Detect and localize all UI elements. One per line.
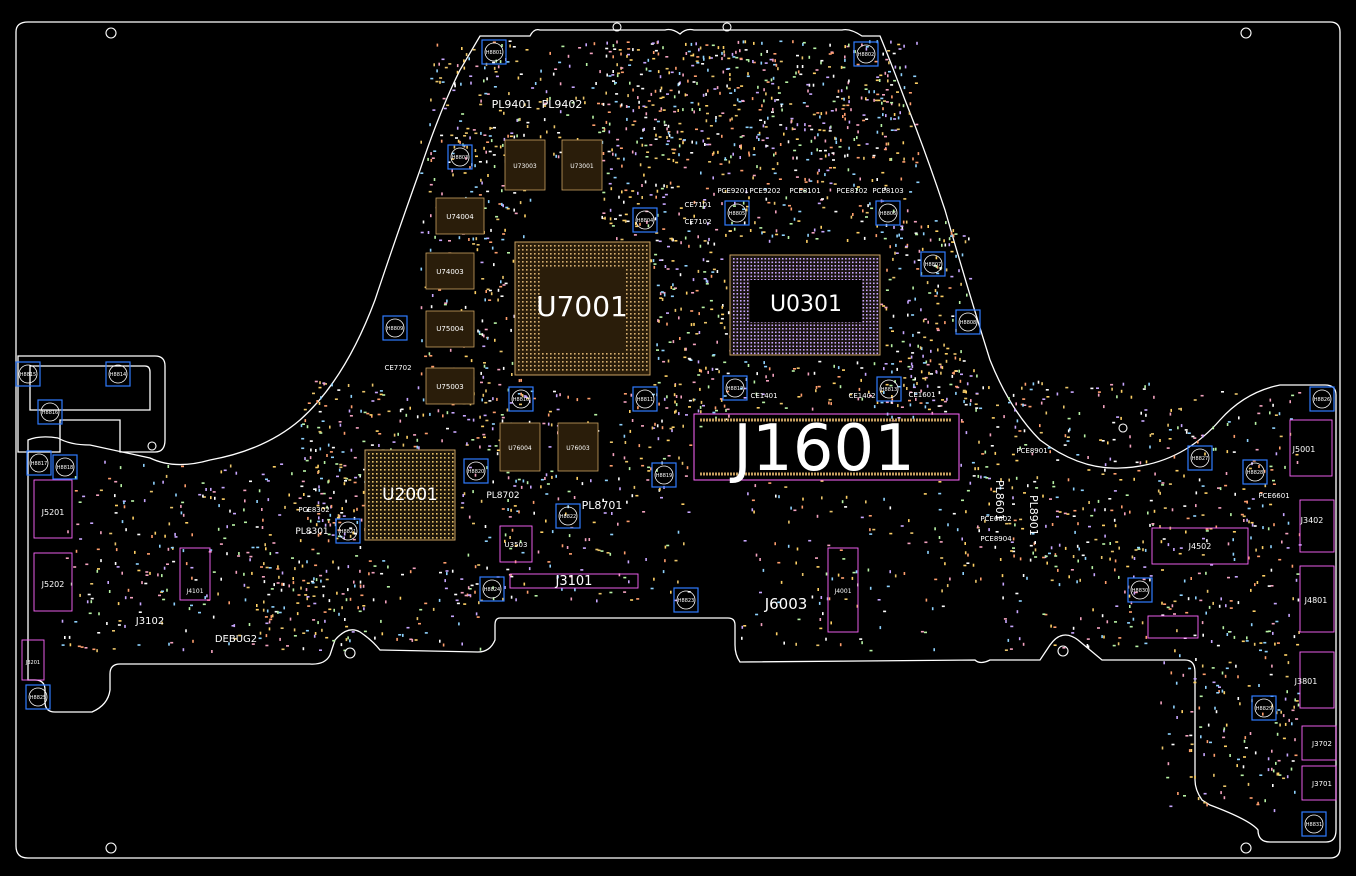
mounting-hole: H8817: [26, 450, 52, 476]
vertical-labels: PL8601 PL8901: [993, 480, 1040, 536]
mounting-hole: H8819: [651, 462, 677, 488]
mounting-hole: H8818: [52, 454, 78, 480]
mounting-hole: H8816: [37, 399, 63, 425]
mounting-hole: H8820: [463, 458, 489, 484]
ic-u0301-label: U0301: [770, 292, 842, 317]
mounting-hole: H8825: [25, 684, 51, 710]
ic-u7001[interactable]: U7001: [514, 241, 651, 376]
mounting-hole: H8815: [15, 361, 41, 387]
cap-labels: PCE9201 PCE9202 PCE8101 PCE8102 PCE8103 …: [298, 187, 1289, 543]
mounting-hole: H8831: [1301, 811, 1327, 837]
mounting-hole: H8804: [632, 207, 658, 233]
mounting-hole: H8814: [105, 361, 131, 387]
mounting-hole: H8803: [447, 144, 473, 170]
connector-j1601-label: J1601: [729, 412, 915, 486]
mounting-hole: H8828: [1242, 459, 1268, 485]
mounting-hole: H8823: [673, 587, 699, 613]
mounting-hole: H8829: [1251, 695, 1277, 721]
mounting-hole: H8824: [479, 576, 505, 602]
ic-u2001[interactable]: U2001: [364, 449, 456, 541]
board-body-outline: [17, 28, 1337, 843]
mounting-hole: H8801: [481, 39, 507, 65]
mounting-hole: H8802: [853, 41, 879, 67]
mounting-hole: H8812: [722, 375, 748, 401]
ic-u2001-label: U2001: [382, 485, 438, 505]
mounting-hole: H8806: [875, 200, 901, 226]
mounting-hole: H8821: [335, 518, 361, 544]
mounting-hole: H8805: [724, 200, 750, 226]
mounting-hole: H8809: [382, 315, 408, 341]
tooling-holes: [105, 22, 1252, 854]
ic-u0301[interactable]: U0301: [729, 254, 881, 356]
memory-labels: U74004 U74003 U75004 U75003 U73003 U7300…: [436, 163, 594, 452]
mounting-hole: H8808: [955, 309, 981, 335]
mounting-hole: H8813: [876, 376, 902, 402]
connectors: [21, 419, 1337, 801]
mounting-hole: H8822: [555, 503, 581, 529]
mounting-hole: H8827: [1187, 445, 1213, 471]
connector-j1601[interactable]: J1601: [693, 412, 960, 486]
component-pads: [61, 40, 1302, 813]
mounting-hole: H8826: [1309, 386, 1335, 412]
mounting-hole: H8811: [632, 386, 658, 412]
memory-chips: [425, 139, 603, 472]
ic-u7001-label: U7001: [536, 290, 628, 323]
mounting-hole: H8830: [1127, 577, 1153, 603]
mounting-hole: H8810: [508, 386, 534, 412]
board-outline: [15, 21, 1341, 859]
connector-labels: J3101 J6003 J3102 DEBUG2 PL9401 PL9402 P…: [25, 98, 1332, 788]
mounting-hole: H8807: [920, 251, 946, 277]
